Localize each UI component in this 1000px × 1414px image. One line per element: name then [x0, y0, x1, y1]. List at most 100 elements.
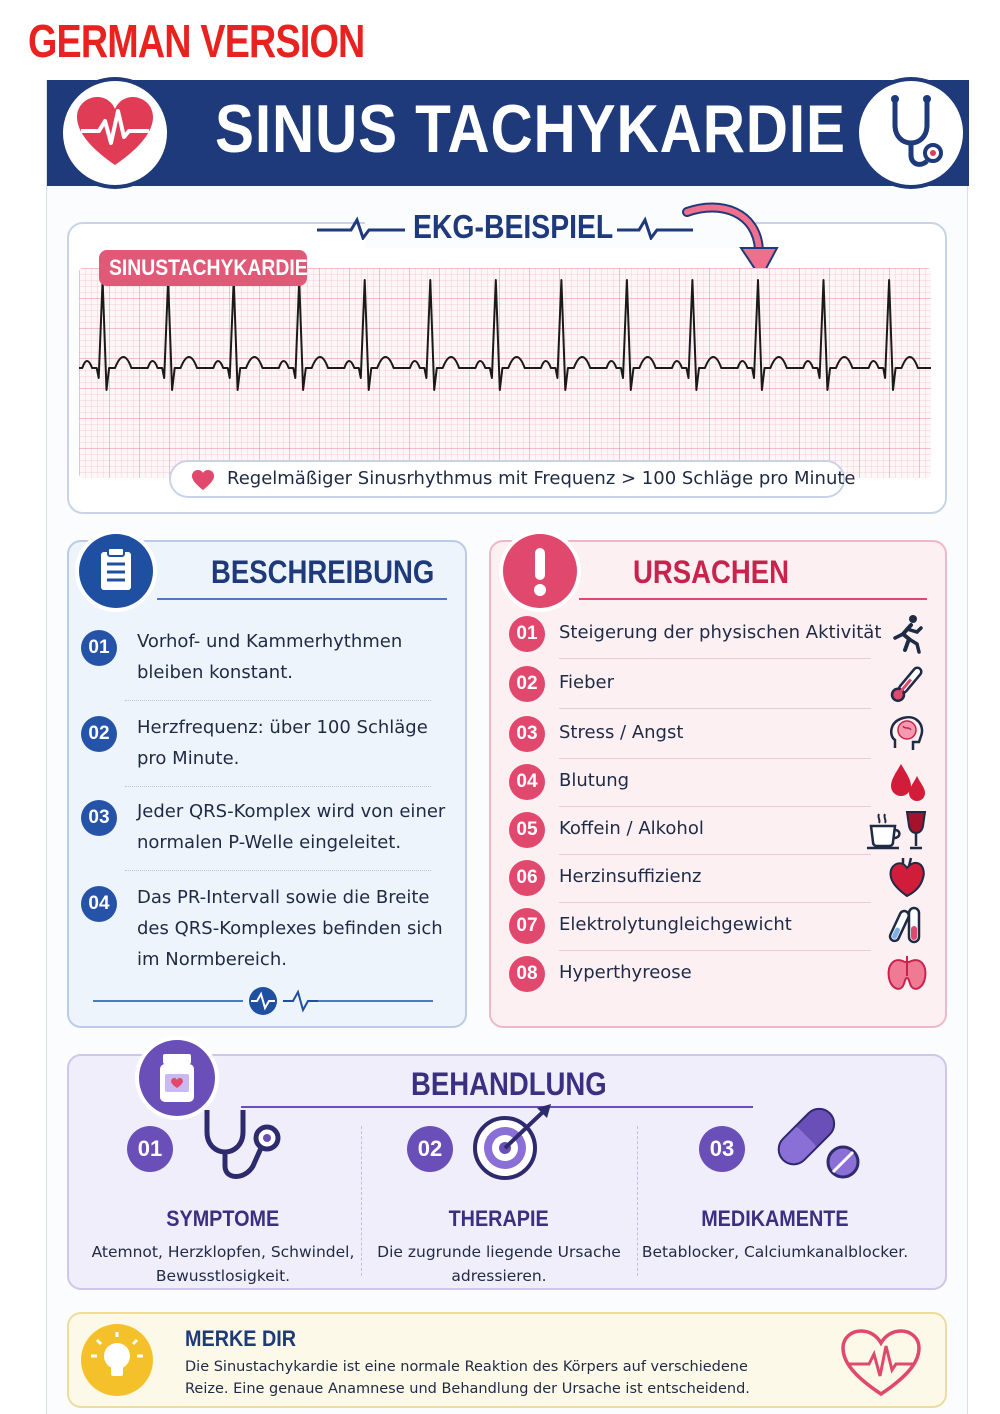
- item-number: 02: [81, 716, 117, 752]
- item-number: 05: [509, 812, 545, 848]
- item-number: 03: [81, 800, 117, 836]
- item-text: Stress / Angst: [559, 722, 684, 743]
- treatment-desc: Die zugrunde liegende Ursache adressiere…: [377, 1243, 621, 1285]
- lightbulb-icon: [91, 1332, 143, 1376]
- exclamation-icon: [534, 548, 546, 596]
- page-title: SINUS TACHYKARDIE: [215, 91, 846, 167]
- cause-item: 05 Koffein / Alkohol: [509, 811, 929, 860]
- heart-icon: [192, 470, 214, 490]
- item-number: 02: [407, 1126, 453, 1172]
- item-text: Blutung: [559, 770, 630, 791]
- description-underline: [157, 598, 447, 600]
- infographic-poster: SINUS TACHYKARDIE EKG-BEISPIEL: [46, 80, 969, 1414]
- item-text: Elektrolytungleichgewicht: [559, 914, 792, 935]
- ekg-waveform: [79, 279, 931, 391]
- treatment-underline: [241, 1106, 753, 1108]
- item-number: 01: [81, 630, 117, 666]
- remember-heading: MERKE DIR: [185, 1326, 297, 1351]
- stethoscope-badge: [859, 81, 963, 185]
- target-icon: [473, 1104, 551, 1180]
- heart-badge: [63, 81, 167, 185]
- ekg-caption: Regelmäßiger Sinusrhythmus mit Frequenz …: [169, 460, 856, 498]
- treatment-heading: BEHANDLUNG: [411, 1066, 607, 1102]
- stethoscope-icon: [891, 95, 943, 167]
- arrow-down-icon: [682, 202, 779, 280]
- coffee-wine-icon: [865, 808, 929, 852]
- item-number: 01: [127, 1126, 173, 1172]
- remember-text: Die Sinustachykardie ist eine normale Re…: [185, 1359, 750, 1397]
- divider: [125, 786, 431, 787]
- item-number: 04: [81, 886, 117, 922]
- item-text: Herzinsuffizienz: [559, 866, 702, 887]
- ekg-caption-text: Regelmäßiger Sinusrhythmus mit Frequenz …: [227, 468, 856, 489]
- ekg-heading-text: EKG-BEISPIEL: [413, 208, 614, 245]
- version-label: GERMAN VERSION: [28, 15, 365, 67]
- divider: [559, 950, 871, 951]
- treatment-desc: Betablocker, Calciumkanalblocker.: [641, 1243, 909, 1261]
- stethoscope-icon: [204, 1110, 281, 1179]
- thermometer-icon: [885, 662, 929, 706]
- treatment-title: MEDIKAMENTE: [701, 1206, 849, 1231]
- cause-item: 07 Elektrolytungleichgewicht: [509, 906, 929, 956]
- cause-item: 02 Fieber: [509, 666, 929, 714]
- column-divider: [637, 1126, 638, 1276]
- cause-item: 06 Herzinsuffizienz: [509, 857, 929, 908]
- item-number: 04: [509, 764, 545, 800]
- thyroid-icon: [885, 952, 929, 996]
- item-text: Das PR-Intervall sowie die Breite des QR…: [137, 887, 443, 970]
- ekg-line-left-icon: [317, 216, 405, 240]
- treatment-item-medication: 03 MEDIKAMENTE Betablocker, Calciumkanal…: [635, 1100, 915, 1280]
- ekg-divider-icon: [93, 987, 433, 1015]
- item-text: Herzfrequenz: über 100 Schläge pro Minut…: [137, 717, 428, 769]
- column-divider: [361, 1126, 362, 1276]
- item-number: 01: [509, 616, 545, 652]
- ekg-line-right-icon: [617, 216, 693, 240]
- ekg-heading: EKG-BEISPIEL: [317, 202, 779, 280]
- item-number: 02: [509, 666, 545, 702]
- causes-icon-badge: [503, 534, 577, 608]
- item-text: Steigerung der physischen Aktivität: [559, 622, 882, 643]
- item-number: 08: [509, 956, 545, 992]
- item-number: 03: [509, 716, 545, 752]
- medicine-bottle-icon: [160, 1054, 194, 1102]
- divider: [125, 700, 431, 701]
- cause-item: 04 Blutung: [509, 764, 929, 812]
- clipboard-icon: [101, 547, 131, 590]
- remember-icon-badge: [81, 1324, 153, 1396]
- treatment-item-symptoms: 01 SYMPTOME Atemnot, Herzklopfen, Schwin…: [83, 1100, 363, 1285]
- remember-panel: MERKE DIR Die Sinustachykardie ist eine …: [67, 1312, 947, 1408]
- treatment-desc: Atemnot, Herzklopfen, Schwindel, Bewusst…: [91, 1243, 355, 1285]
- brain-head-icon: [885, 712, 929, 756]
- item-number: 06: [509, 860, 545, 896]
- description-icon-badge: [79, 534, 153, 608]
- treatment-title: SYMPTOME: [166, 1206, 280, 1231]
- item-text: Koffein / Alkohol: [559, 818, 704, 839]
- blood-drops-icon: [885, 760, 929, 804]
- ekg-rhythm-label: SINUSTACHYKARDIE: [99, 250, 307, 286]
- cause-item: 01 Steigerung der physischen Aktivität: [509, 615, 929, 664]
- pills-icon: [777, 1107, 860, 1179]
- divider: [559, 658, 871, 659]
- treatment-icon-badge: [139, 1040, 215, 1116]
- heart-organ-icon: [885, 856, 929, 900]
- item-text: Fieber: [559, 672, 615, 693]
- item-number: 03: [699, 1126, 745, 1172]
- ekg-grid: [79, 268, 931, 478]
- causes-heading: URSACHEN: [633, 554, 789, 590]
- divider: [125, 870, 431, 871]
- treatment-title: THERAPIE: [448, 1206, 550, 1231]
- divider: [559, 854, 871, 855]
- divider: [559, 806, 871, 807]
- heart-ecg-outline-icon: [841, 1329, 921, 1397]
- cause-item: 03 Stress / Angst: [509, 715, 929, 764]
- treatment-item-therapy: 02 THERAPIE Die zugrunde liegende Ursach…: [359, 1100, 639, 1285]
- causes-underline: [579, 598, 927, 600]
- causes-panel: URSACHEN 01 Steigerung der physischen Akt…: [489, 534, 947, 1028]
- item-text: Vorhof- und Kammerhythmen bleiben konsta…: [137, 631, 403, 683]
- runner-icon: [885, 612, 929, 656]
- item-text: Jeder QRS-Komplex wird von einer normale…: [137, 801, 446, 853]
- description-panel: BESCHREIBUNG 01 Vorhof- und Kammerhythme…: [67, 534, 467, 1028]
- item-number: 07: [509, 908, 545, 944]
- heart-ecg-icon: [77, 97, 153, 165]
